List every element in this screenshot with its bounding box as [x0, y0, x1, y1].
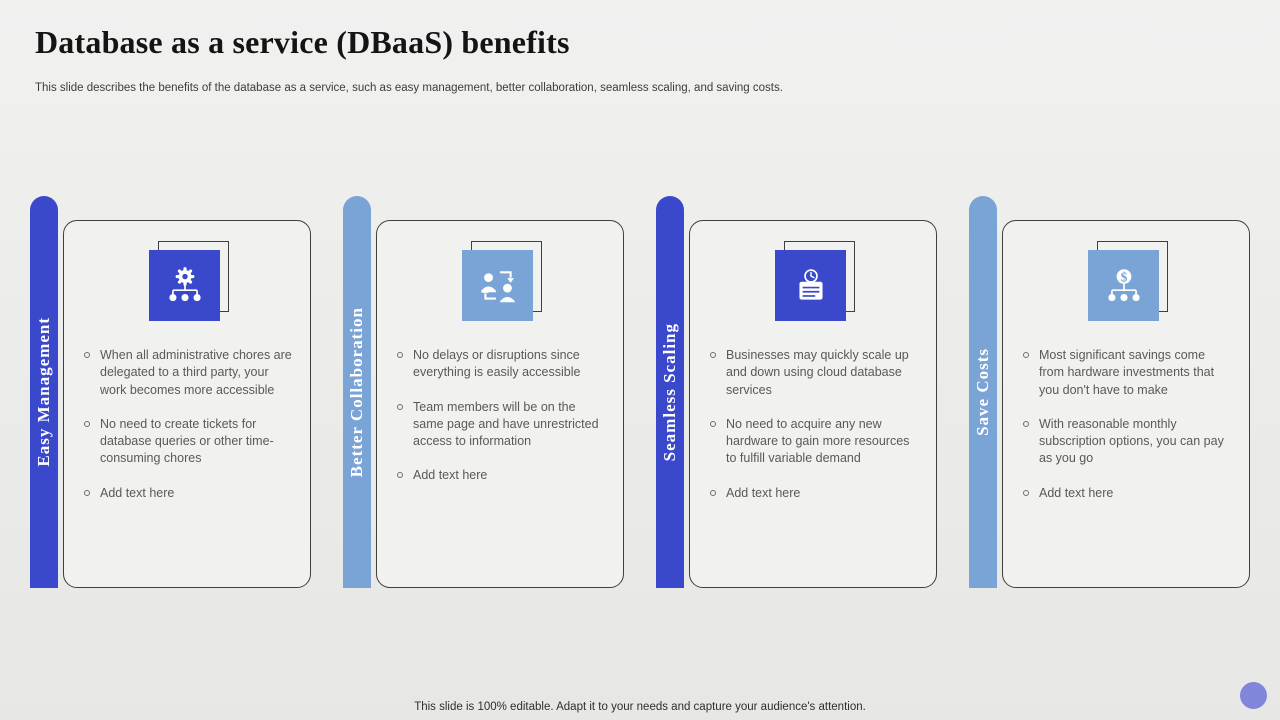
text-placeholder[interactable]: Add text here [726, 485, 801, 500]
bullet-item: Most significant savings come from hardw… [1023, 347, 1233, 399]
column-tab: Better Collaboration [343, 196, 371, 588]
bullet-marker-icon [397, 403, 403, 410]
dollar-org-chart-icon: $ [1107, 268, 1140, 301]
benefit-column-save-costs: Save Costs $ [969, 196, 1250, 588]
bullet-list: Businesses may quickly scale up and down… [710, 347, 920, 502]
column-card: When all administrative chores are deleg… [63, 220, 311, 588]
bullet-marker-icon [710, 352, 716, 358]
bullet-marker-icon [1023, 420, 1029, 427]
bullet-marker-icon [1023, 352, 1029, 358]
bullet-text: No need to acquire any new hardware to g… [726, 416, 910, 466]
bullet-text: Most significant savings come from hardw… [1039, 348, 1215, 397]
bullet-marker-icon [397, 352, 403, 358]
bullet-text: When all administrative chores are deleg… [100, 348, 292, 397]
bullet-marker-icon [84, 352, 90, 358]
bullet-item: No delays or disruptions since everythin… [397, 347, 607, 382]
bullet-item: With reasonable monthly subscription opt… [1023, 416, 1233, 468]
bullet-marker-icon [1023, 489, 1029, 496]
column-label: Seamless Scaling [660, 322, 679, 462]
column-card: No delays or disruptions since everythin… [376, 220, 624, 588]
bullet-marker-icon [710, 420, 716, 427]
bullet-list: When all administrative chores are deleg… [84, 347, 294, 502]
column-label: Save Costs [973, 348, 992, 436]
gear-org-chart-icon [168, 266, 201, 301]
bullet-marker-icon [397, 472, 403, 479]
footer-note: This slide is 100% editable. Adapt it to… [414, 701, 866, 713]
column-label: Easy Management [34, 317, 53, 467]
bullet-text: Businesses may quickly scale up and down… [726, 348, 909, 397]
column-label: Better Collaboration [347, 306, 366, 478]
bullet-marker-icon [84, 489, 90, 496]
slide-subtitle: This slide describes the benefits of the… [35, 82, 783, 94]
document-clock-icon [798, 268, 823, 300]
bullet-text: Team members will be on the same page an… [413, 399, 599, 449]
bullet-marker-icon [84, 420, 90, 427]
people-exchange-icon [480, 270, 515, 302]
benefit-column-better-collaboration: Better Collaboration [343, 196, 624, 588]
bullet-item: Add text here [1023, 485, 1233, 502]
bullet-text: With reasonable monthly subscription opt… [1039, 416, 1224, 466]
bullet-item: Team members will be on the same page an… [397, 399, 607, 451]
benefit-column-seamless-scaling: Seamless Scaling [656, 196, 937, 588]
slide-title: Database as a service (DBaaS) benefits [35, 24, 570, 60]
bullet-list: Most significant savings come from hardw… [1023, 347, 1233, 502]
bullet-text: No need to create tickets for database q… [100, 416, 274, 466]
bullet-item: Add text here [710, 485, 920, 502]
column-card: $ Most significant savings com [1002, 220, 1250, 588]
icon-block: $ [1088, 241, 1168, 321]
column-tab: Seamless Scaling [656, 196, 684, 588]
icon-block [775, 241, 855, 321]
text-placeholder[interactable]: Add text here [413, 468, 488, 483]
bullet-text: No delays or disruptions since everythin… [413, 348, 581, 380]
icon-block [149, 241, 229, 321]
svg-text:$: $ [1120, 269, 1127, 284]
decorative-corner-dot [1240, 682, 1267, 709]
bullet-item: Add text here [84, 485, 294, 502]
column-tab: Easy Management [30, 196, 58, 588]
icon-tile [149, 250, 220, 321]
bullet-item: Businesses may quickly scale up and down… [710, 347, 920, 399]
bullet-item: No need to acquire any new hardware to g… [710, 416, 920, 468]
text-placeholder[interactable]: Add text here [100, 485, 175, 500]
column-tab: Save Costs [969, 196, 997, 588]
icon-tile [775, 250, 846, 321]
benefit-column-easy-management: Easy Management [30, 196, 311, 588]
bullet-item: No need to create tickets for database q… [84, 416, 294, 468]
column-card: Businesses may quickly scale up and down… [689, 220, 937, 588]
bullet-list: No delays or disruptions since everythin… [397, 347, 607, 485]
text-placeholder[interactable]: Add text here [1039, 485, 1114, 500]
bullet-marker-icon [710, 489, 716, 496]
icon-block [462, 241, 542, 321]
icon-tile: $ [1088, 250, 1159, 321]
bullet-item: When all administrative chores are deleg… [84, 347, 294, 399]
bullet-item: Add text here [397, 467, 607, 484]
benefits-columns: Easy Management [30, 196, 1250, 588]
icon-tile [462, 250, 533, 321]
